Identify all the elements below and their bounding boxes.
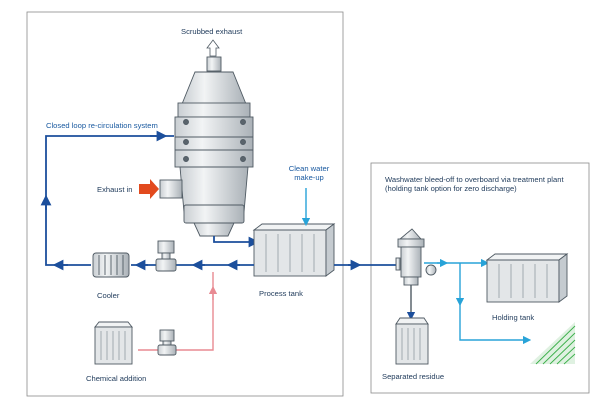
holding-tank bbox=[485, 253, 569, 303]
scrubbed-exhaust-arrow-icon bbox=[206, 39, 220, 57]
holding-tank-label: Holding tank bbox=[492, 313, 535, 322]
washwater-label: Washwater bleed-off to overboard via tre… bbox=[385, 175, 564, 194]
cooler bbox=[92, 252, 130, 278]
closed-loop-label: Closed loop re-circulation system bbox=[46, 121, 158, 130]
chemical-addition-label: Chemical addition bbox=[86, 374, 147, 383]
separator-unit bbox=[395, 228, 437, 286]
scrubber-system-boundary bbox=[26, 11, 344, 397]
separated-residue-label: Separated residue bbox=[382, 372, 445, 381]
scrubbed-exhaust-label: Scrubbed exhaust bbox=[181, 27, 243, 36]
treatment-plant-boundary bbox=[370, 162, 590, 394]
circulation-pump bbox=[155, 240, 177, 272]
exhaust-in-arrow-icon bbox=[139, 179, 159, 199]
residue-container bbox=[395, 317, 429, 365]
overboard-discharge-icon bbox=[530, 322, 576, 365]
scrubber-drain-pipe bbox=[213, 236, 260, 248]
holding-tank-drain-pipe bbox=[459, 302, 532, 345]
cooler-label: Cooler bbox=[97, 291, 120, 300]
exhaust-in-label: Exhaust in bbox=[97, 185, 133, 194]
chemical-tank bbox=[94, 321, 133, 365]
process-tank bbox=[252, 223, 336, 277]
clean-water-label: Clean water make-up bbox=[288, 164, 330, 183]
chemical-addition-pipe bbox=[138, 272, 214, 351]
process-tank-label: Process tank bbox=[259, 289, 303, 298]
dosing-pump bbox=[157, 329, 177, 356]
scrubber-tower bbox=[159, 56, 254, 237]
closed-loop-return-pipe bbox=[45, 135, 174, 266]
